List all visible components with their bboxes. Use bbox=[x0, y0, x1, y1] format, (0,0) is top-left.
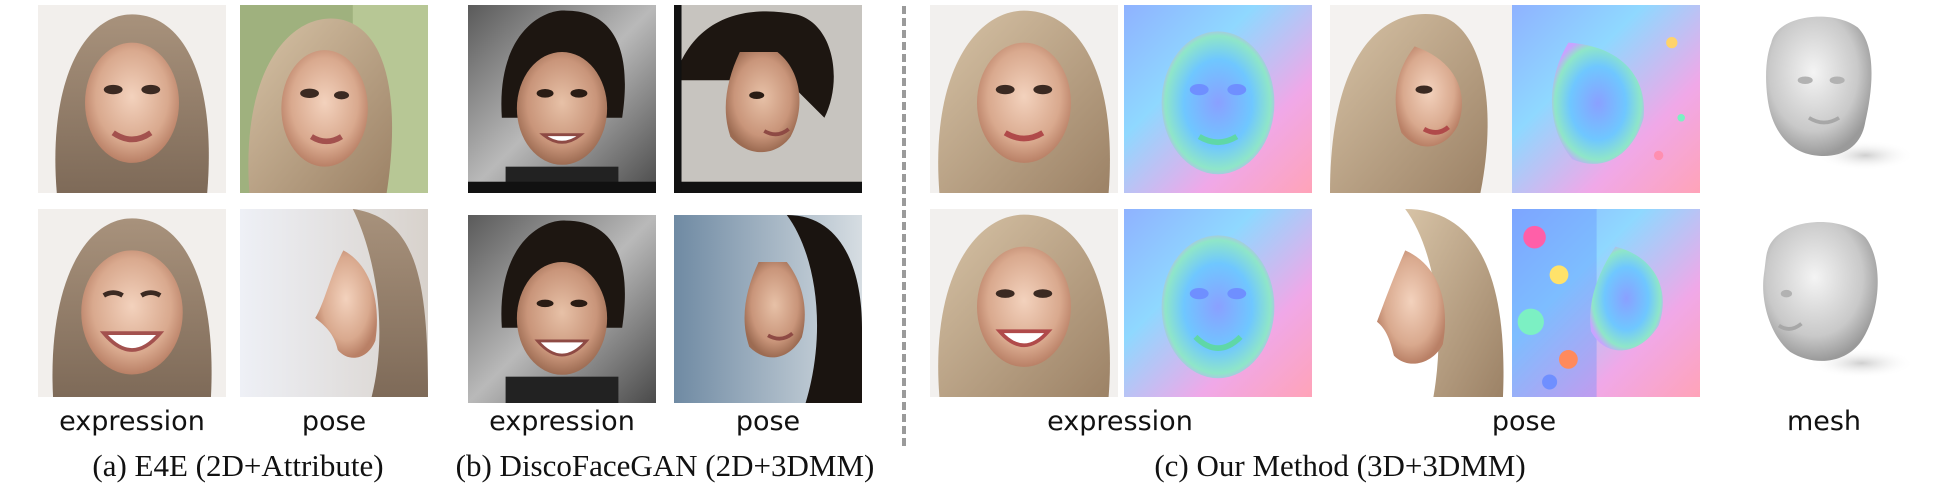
ours-pose-normal-row1-image bbox=[1512, 5, 1700, 193]
discofacegan-expression-row1-image bbox=[468, 5, 656, 193]
ours-pose-normal-row2-image bbox=[1512, 209, 1700, 397]
ours-mesh-row2-image bbox=[1730, 209, 1918, 397]
ours-mesh-label: mesh bbox=[1786, 406, 1862, 437]
e4e-expression-row1-image bbox=[38, 5, 226, 193]
ours-pose-rgb-row2-image bbox=[1330, 209, 1518, 397]
discofacegan-pose-label: pose bbox=[735, 406, 801, 437]
ours-pose-rgb-row1-image bbox=[1330, 5, 1518, 193]
ours-expression-label: expression bbox=[1047, 406, 1193, 437]
discofacegan-expression-row2-image bbox=[468, 215, 656, 403]
e4e-pose-row1-image bbox=[240, 5, 428, 193]
e4e-expression-row2-image bbox=[38, 209, 226, 397]
discofacegan-caption: (b) DiscoFaceGAN (2D+3DMM) bbox=[455, 448, 875, 483]
ours-expression-rgb-row2-image bbox=[930, 209, 1118, 397]
ours-expression-rgb-row1-image bbox=[930, 5, 1118, 193]
discofacegan-expression-label: expression bbox=[489, 406, 635, 437]
discofacegan-pose-row2-image bbox=[674, 215, 862, 403]
e4e-pose-label: pose bbox=[301, 406, 367, 437]
e4e-pose-row2-image bbox=[240, 209, 428, 397]
e4e-expression-label: expression bbox=[59, 406, 205, 437]
ours-expression-normal-row2-image bbox=[1124, 209, 1312, 397]
panel-divider bbox=[902, 6, 906, 446]
ours-pose-label: pose bbox=[1491, 406, 1557, 437]
e4e-caption: (a) E4E (2D+Attribute) bbox=[92, 448, 384, 483]
ours-mesh-row1-image bbox=[1730, 5, 1918, 193]
ours-expression-normal-row1-image bbox=[1124, 5, 1312, 193]
ours-caption: (c) Our Method (3D+3DMM) bbox=[1154, 448, 1526, 483]
discofacegan-pose-row1-image bbox=[674, 5, 862, 193]
